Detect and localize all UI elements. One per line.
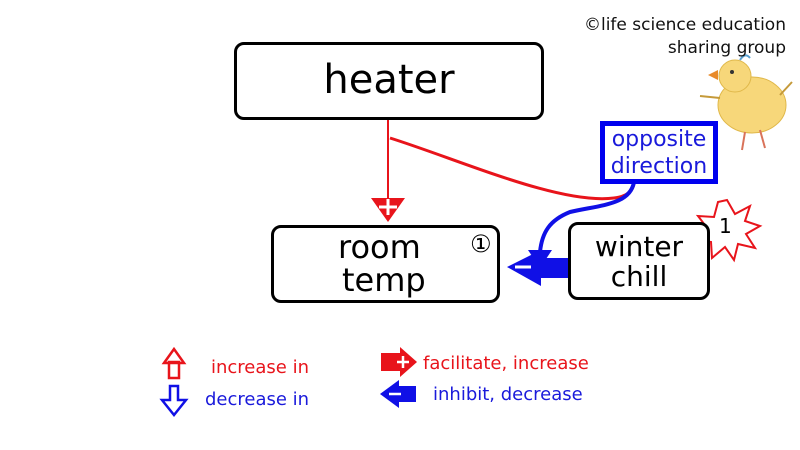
winter-chill-node: winter chill (568, 222, 710, 300)
heater-label: heater (323, 57, 455, 103)
callout-to-room-curve (538, 181, 636, 253)
callout-line-2: direction (610, 154, 708, 179)
legend-inhibit-label: inhibit, decrease (433, 384, 583, 405)
heater-to-callout-curve (389, 136, 636, 201)
winter-chill-label-line-2: chill (610, 260, 668, 293)
winter-chill-label-line-1: winter (594, 230, 684, 263)
facilitate-arrowhead (371, 198, 405, 222)
starburst-icon (694, 198, 763, 263)
room-temp-marker: ① (470, 230, 492, 258)
legend-increase-label: increase in (211, 357, 309, 378)
chick-drawing-icon (699, 54, 793, 151)
opposite-direction-callout: opposite direction (600, 121, 718, 184)
legend-inhibit-arrow-icon (380, 380, 416, 408)
copyright-notice: ©life science education sharing group (584, 14, 786, 60)
callout-line-1: opposite (611, 127, 707, 152)
copyright-line-1: ©life science education (583, 15, 786, 35)
legend-facilitate-arrow-icon (381, 347, 417, 377)
copyright-line-2: sharing group (667, 38, 786, 58)
heater-node: heater (234, 42, 544, 120)
legend-decrease-label: decrease in (205, 389, 310, 410)
room-temp-node: room temp ① (271, 225, 500, 303)
room-temp-label-line-1: room (338, 228, 421, 266)
legend-down-arrow-icon (159, 384, 189, 418)
starburst-number: 1 (719, 214, 732, 238)
inhibit-arrow (507, 250, 570, 286)
room-temp-label-line-2: temp (342, 261, 426, 299)
legend-up-arrow-icon (161, 346, 187, 380)
legend-facilitate-label: facilitate, increase (423, 353, 589, 374)
